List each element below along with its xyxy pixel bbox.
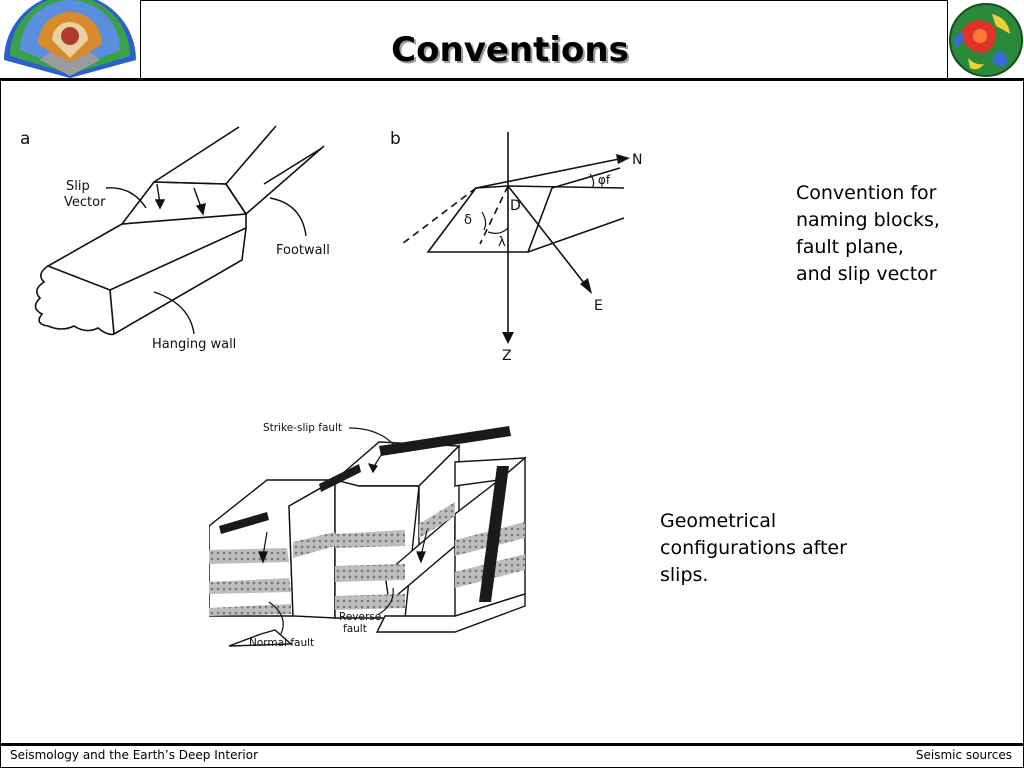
footer-right: Seismic sources xyxy=(915,748,1012,762)
delta-arc xyxy=(481,211,487,231)
slip-vector-pointer xyxy=(105,187,147,209)
slip-vector-label-line1: Slip xyxy=(66,179,90,194)
figure-b-panel-label: b xyxy=(390,129,401,149)
header-rule xyxy=(0,78,1024,81)
hanging-wall-label: Hanging wall xyxy=(152,337,236,352)
bottom-caption: Geometrical configurations after slips. xyxy=(660,508,847,589)
footer-left: Seismology and the Earth’s Deep Interior xyxy=(10,748,258,762)
slip-vector-arrows xyxy=(154,183,206,216)
fault-plane xyxy=(120,181,248,225)
bottom-caption-line1: Geometrical xyxy=(660,510,777,532)
fault-bands xyxy=(219,426,511,602)
slide-header: Conventions xyxy=(0,0,1024,80)
top-caption: Convention for naming blocks, fault plan… xyxy=(796,180,940,288)
left-logo-box xyxy=(0,0,141,78)
mantle-tomography-globe-icon xyxy=(949,3,1023,77)
figure-a-block-diagram: a Slip Vector Footwall Hanging wall xyxy=(20,125,330,352)
axes-and-plane xyxy=(401,132,625,338)
lambda-arc xyxy=(487,227,509,234)
strike-slip-pointer xyxy=(348,427,394,445)
east-label: E xyxy=(594,298,603,314)
lambda-label: λ xyxy=(498,235,506,250)
top-caption-line3: fault plane, xyxy=(796,236,904,258)
hanging-wall-pointer xyxy=(153,291,195,335)
right-logo-box xyxy=(947,0,1024,78)
d-label: D xyxy=(510,198,521,214)
reverse-label-line1: Reverse xyxy=(339,611,381,623)
figure-c-fault-types-block: Strike-slip fault Reverse fault Normal f… xyxy=(209,406,529,652)
top-caption-line2: naming blocks, xyxy=(796,209,940,231)
reverse-label-line2: fault xyxy=(343,623,367,635)
footer-rule xyxy=(0,743,1024,746)
hanging-wall-block xyxy=(34,214,247,336)
footwall-label: Footwall xyxy=(276,243,330,258)
axis-arrowheads xyxy=(502,154,630,344)
top-caption-line4: and slip vector xyxy=(796,263,937,285)
phi-arc xyxy=(589,173,595,189)
delta-label: δ xyxy=(464,213,472,228)
earth-cutaway-logo-icon xyxy=(4,0,136,78)
normal-label: Normal fault xyxy=(249,637,314,649)
figure-b-background xyxy=(384,112,656,364)
footwall-block xyxy=(153,125,325,215)
slide-title: Conventions xyxy=(391,30,629,70)
slip-vector-label-line2: Vector xyxy=(64,195,106,210)
reverse-pointer xyxy=(378,587,394,615)
phi-label: φf xyxy=(598,173,611,187)
footwall-pointer xyxy=(269,197,307,237)
top-caption-line1: Convention for xyxy=(796,182,937,204)
figure-b-fault-geometry: b N φf D δ λ E Z xyxy=(384,112,656,364)
normal-pointer xyxy=(268,601,284,635)
figure-a-panel-label: a xyxy=(20,129,30,149)
z-label: Z xyxy=(502,348,512,364)
bottom-caption-line3: slips. xyxy=(660,564,709,586)
north-label: N xyxy=(632,152,642,168)
bottom-caption-line2: configurations after xyxy=(660,537,847,559)
fault-slip-arrows xyxy=(258,451,428,564)
strike-slip-label: Strike-slip fault xyxy=(263,422,342,434)
